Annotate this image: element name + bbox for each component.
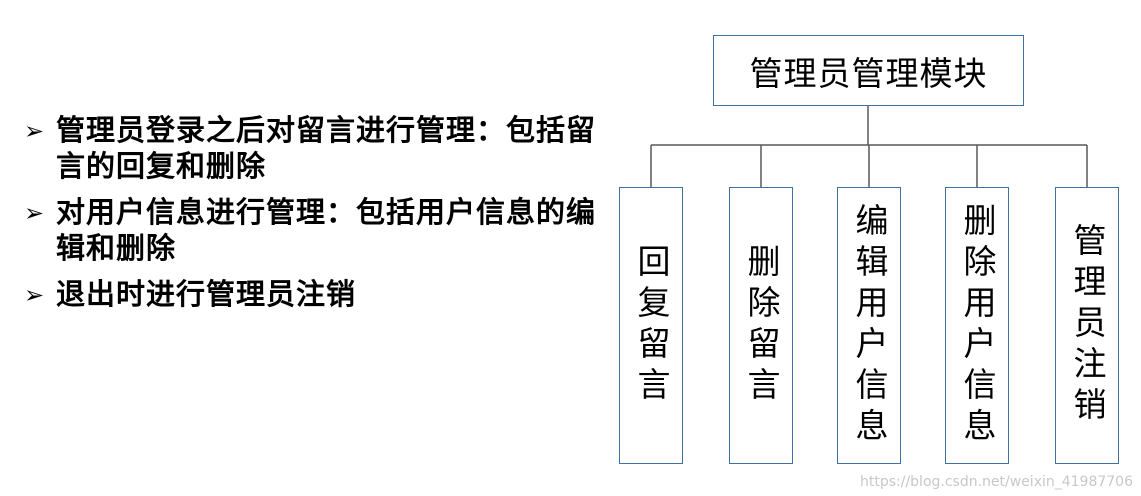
bullet-list: ➢ 管理员登录之后对留言进行管理：包括留言的回复和删除 ➢ 对用户信息进行管理：… <box>24 112 614 322</box>
arrow-bullet-icon: ➢ <box>24 117 45 145</box>
bullet-text: 退出时进行管理员注销 <box>56 277 357 311</box>
child-node-label: 删除用户信息 <box>958 202 997 449</box>
child-node-admin-logout: 管理员注销 <box>1055 187 1119 464</box>
child-node-label: 删除留言 <box>742 243 781 408</box>
bullet-item-3: ➢ 退出时进行管理员注销 <box>24 276 614 312</box>
bullet-text: 管理员登录之后对留言进行管理：包括留言的回复和删除 <box>56 113 597 183</box>
child-node-reply-message: 回复留言 <box>619 187 683 464</box>
watermark: https://blog.csdn.net/weixin_41987706 <box>859 474 1133 490</box>
child-node-label: 回复留言 <box>632 243 671 408</box>
bullet-text: 对用户信息进行管理：包括用户信息的编辑和删除 <box>56 195 597 265</box>
child-node-label: 管理员注销 <box>1068 223 1107 428</box>
bullet-item-1: ➢ 管理员登录之后对留言进行管理：包括留言的回复和删除 <box>24 112 614 184</box>
child-node-label: 编辑用户信息 <box>850 202 889 449</box>
child-node-delete-user: 删除用户信息 <box>945 187 1009 464</box>
arrow-bullet-icon: ➢ <box>24 281 45 309</box>
child-node-edit-user: 编辑用户信息 <box>837 187 901 464</box>
child-node-delete-message: 删除留言 <box>729 187 793 464</box>
root-node-label: 管理员管理模块 <box>749 53 988 93</box>
root-node: 管理员管理模块 <box>713 35 1024 106</box>
bullet-item-2: ➢ 对用户信息进行管理：包括用户信息的编辑和删除 <box>24 194 614 266</box>
arrow-bullet-icon: ➢ <box>24 199 45 227</box>
